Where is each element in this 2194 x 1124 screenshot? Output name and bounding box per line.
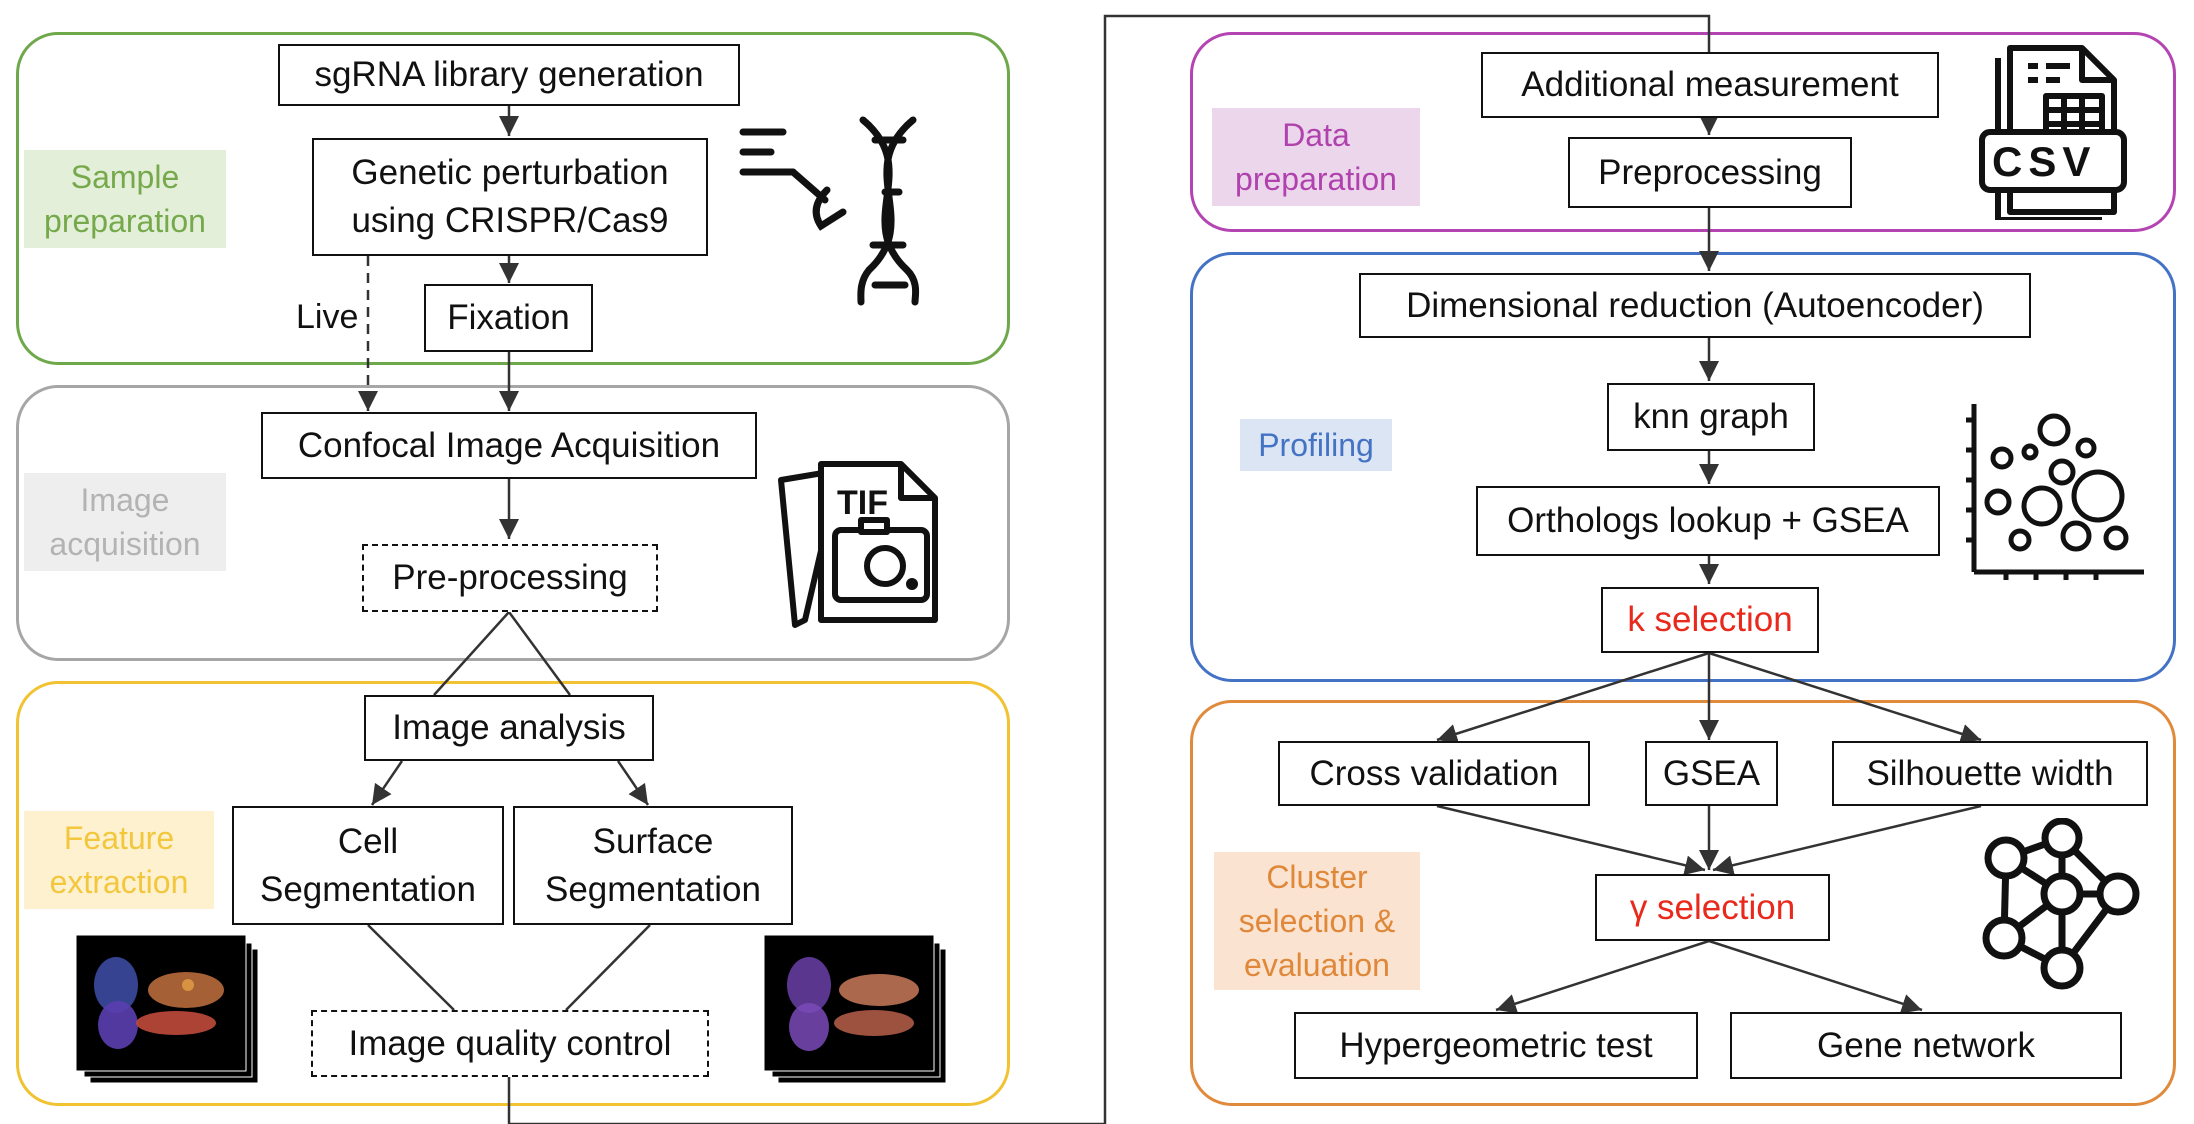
dna-cutting-icon [739,116,920,306]
csv-icon-text: CSV [1992,138,2096,185]
panel-label-profiling: Profiling [1240,419,1392,471]
node-knn-graph: knn graph [1607,383,1815,451]
cell-segmentation-image [76,935,259,1084]
node-gsea: GSEA [1645,741,1778,806]
node-surface-segmentation: Surface Segmentation [513,806,793,925]
tif-image-file-icon: TIF [778,461,938,628]
panel-label-feature: Feature extraction [24,811,214,909]
node-silhouette-width: Silhouette width [1832,741,2148,806]
surface-segmentation-image [764,935,947,1084]
csv-file-icon: CSV [1979,45,2127,220]
node-dimensional-reduction: Dimensional reduction (Autoencoder) [1359,273,2031,338]
node-orthologs-gsea: Orthologs lookup + GSEA [1476,486,1940,556]
edge-label-live: Live [296,298,359,336]
node-hypergeometric-test: Hypergeometric test [1294,1012,1698,1079]
node-cell-segmentation: Cell Segmentation [232,806,504,925]
network-graph-icon [1982,818,2140,990]
panel-data-preparation [1190,32,2176,232]
node-image-quality-control: Image quality control [311,1010,709,1077]
node-additional-measurement: Additional measurement [1481,52,1939,118]
node-sgrna-library: sgRNA library generation [278,44,740,106]
panel-profiling [1190,252,2176,682]
tif-icon-text: TIF [837,484,888,522]
node-genetic-perturbation: Genetic perturbation using CRISPR/Cas9 [312,138,708,256]
panel-label-image: Image acquisition [24,473,226,571]
panel-image-acquisition [16,385,1010,661]
node-k-selection: k selection [1601,587,1819,653]
panel-sample-preparation [16,32,1010,365]
node-confocal-acquisition: Confocal Image Acquisition [261,412,757,479]
panel-feature-extraction [16,681,1010,1106]
bubble-chart-icon [1966,404,2144,580]
panel-label-data: Data preparation [1212,108,1420,206]
node-gamma-selection: γ selection [1595,874,1830,941]
node-cross-validation: Cross validation [1278,741,1590,806]
panel-label-sample: Sample preparation [24,150,226,248]
panel-label-cluster: Cluster selection & evaluation [1214,852,1420,990]
node-image-analysis: Image analysis [364,695,654,761]
panel-cluster-evaluation [1190,700,2176,1106]
node-preprocessing: Preprocessing [1568,137,1852,208]
node-fixation: Fixation [424,284,593,352]
node-gene-network: Gene network [1730,1012,2122,1079]
node-pre-processing: Pre-processing [362,544,658,612]
